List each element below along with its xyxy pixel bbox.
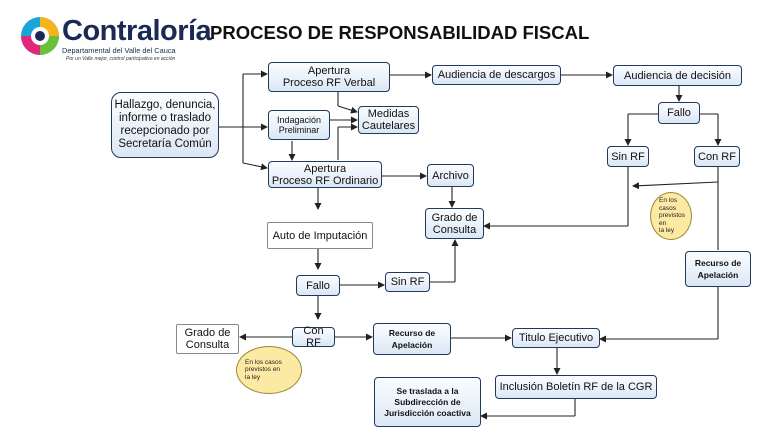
- node-apertura-verbal: Apertura Proceso RF Verbal: [268, 62, 390, 92]
- node-grado-consulta-left: Grado de Consulta: [176, 324, 239, 354]
- node-fallo-mid: Fallo: [296, 275, 340, 296]
- node-apertura-ordinario: Apertura Proceso RF Ordinario: [268, 161, 382, 188]
- node-se-traslada: Se traslada a la Subdirección de Jurisdi…: [374, 377, 481, 427]
- node-auto-imputacion: Auto de Imputación: [267, 222, 373, 249]
- node-medidas-cautelares: Medidas Cautelares: [358, 106, 419, 134]
- node-audiencia-decision: Audiencia de decisión: [613, 65, 742, 86]
- node-con-rf-bottom: Con RF: [292, 325, 335, 349]
- node-hallazgo: Hallazgo, denuncia, informe o traslado r…: [111, 92, 219, 158]
- node-sin-rf-mid: Sin RF: [385, 272, 430, 292]
- page-title: PROCESO DE RESPONSABILIDAD FISCAL: [210, 22, 590, 43]
- node-sin-rf-top: Sin RF: [607, 146, 649, 167]
- note-casos-previstos-left: En los casos previstos en la ley: [236, 346, 302, 394]
- node-titulo-ejecutivo: Titulo Ejecutivo: [512, 328, 600, 348]
- node-con-rf-top: Con RF: [694, 146, 740, 167]
- logo-emblem-icon: [21, 17, 59, 55]
- node-grado-consulta-mid: Grado de Consulta: [425, 208, 484, 239]
- node-recurso-apelacion-right: Recurso de Apelación: [685, 251, 751, 287]
- node-fallo-top: Fallo: [658, 102, 700, 124]
- logo-subtitle: Departamental del Valle del Cauca: [62, 46, 176, 55]
- node-archivo: Archivo: [427, 164, 474, 187]
- logo: Contraloría Departamental del Valle del …: [18, 12, 212, 70]
- node-inclusion-boletin: Inclusión Boletín RF de la CGR: [495, 375, 657, 399]
- node-recurso-apelacion-bottom: Recurso de Apelación: [373, 323, 451, 355]
- logo-tagline: Por un Valle mejor, control participativ…: [66, 56, 176, 62]
- node-indagacion-preliminar: Indagación Preliminar: [268, 110, 330, 140]
- logo-wordmark: Contraloría: [62, 15, 212, 47]
- note-casos-previstos-right: En los casos previstos en la ley: [650, 192, 692, 240]
- node-audiencia-descargos: Audiencia de descargos: [432, 65, 561, 85]
